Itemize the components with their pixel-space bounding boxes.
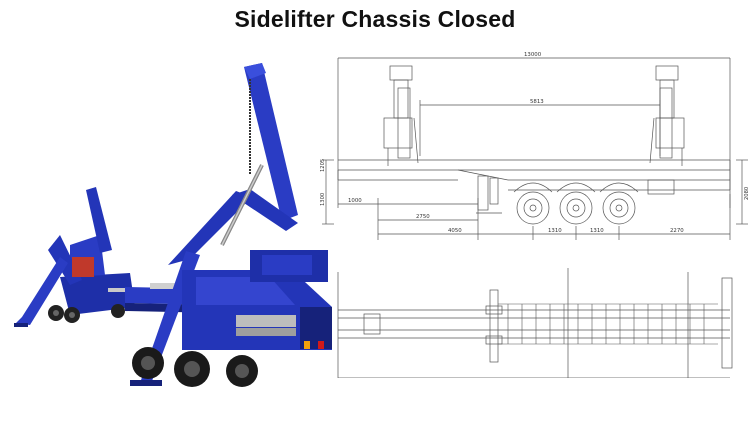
dim-label-front-lower: 1000 [348, 198, 362, 204]
crane-base [182, 250, 332, 350]
plan-cross-members [498, 303, 718, 345]
dim-label-overall: 13000 [524, 52, 542, 58]
technical-drawing: 13000 5813 1000 2750 4050 1310 1310 2270… [320, 52, 750, 378]
sidelifter-photo [14, 63, 332, 387]
dim-label-axle-1: 1310 [548, 228, 562, 234]
dim-label-kingpin-axle: 4050 [448, 228, 462, 234]
dim-label-crane-span: 5813 [530, 99, 544, 105]
dim-label-axle-2: 1310 [590, 228, 604, 234]
dim-label-height-left-top: 1205 [320, 159, 326, 172]
dim-label-height-right: 2080 [744, 187, 750, 200]
page-title: Sidelifter Chassis Closed [234, 6, 516, 32]
dim-label-neck: 2750 [416, 214, 430, 220]
dim-label-rear-overhang: 2270 [670, 228, 684, 234]
wheels [132, 347, 258, 387]
rear-unit [14, 187, 135, 327]
dim-label-height-left-bot: 1300 [320, 193, 326, 206]
